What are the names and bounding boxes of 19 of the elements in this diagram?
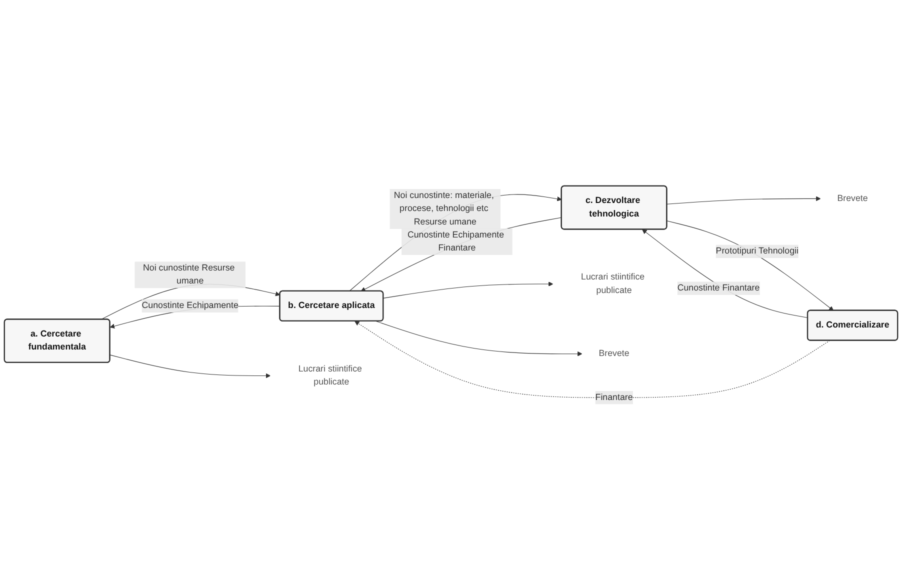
- edge-label: Prototipuri Tehnologii: [716, 246, 798, 256]
- node-text: Lucrari stiintifice publicate: [581, 272, 645, 296]
- edge-label: Noi cunostinte Resurse umane: [143, 263, 235, 286]
- arrow: [354, 320, 830, 398]
- arrow: [642, 229, 808, 318]
- arrow: [666, 196, 821, 204]
- edge-label: Noi cunostinte: materiale, procese, tehnologii etc Resurse umane: [394, 190, 494, 227]
- node-text: Lucrari stiintifice publicate: [298, 364, 362, 387]
- edge-label: Cunostinte Finantare: [677, 283, 760, 293]
- arrow: [360, 217, 562, 292]
- edge-label: Cunostinte Echipamente: [142, 300, 238, 310]
- arrow: [110, 354, 271, 378]
- arrow: [383, 282, 554, 298]
- arrow: [666, 220, 834, 311]
- edge-label: Finantare: [595, 392, 633, 402]
- edge-label: Cunostinte Echipamente Finantare: [407, 230, 504, 253]
- node-text: Brevete: [837, 194, 868, 204]
- node-text: Brevete: [598, 348, 630, 358]
- arrow: [376, 320, 582, 356]
